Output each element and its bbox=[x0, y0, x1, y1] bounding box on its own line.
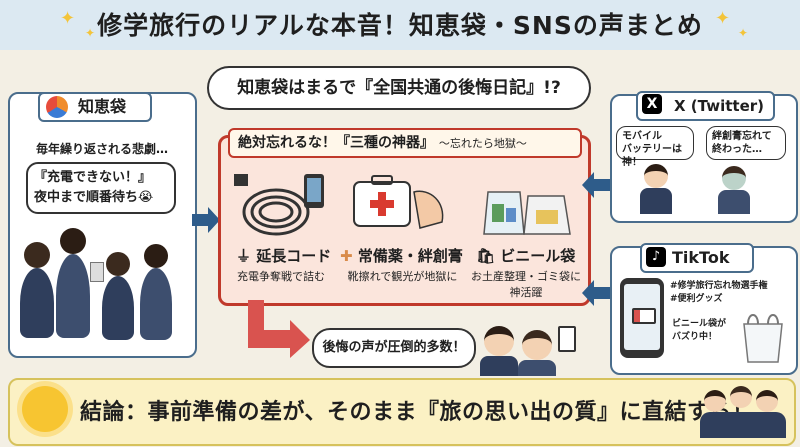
item-title-medicine: ✚ 常備薬・絆創膏 bbox=[340, 247, 463, 265]
plug-icon: ⏚ bbox=[236, 247, 252, 265]
arrow-down-right-icon bbox=[248, 300, 310, 358]
chiebukuro-bubble: 『充電できない！』 夜中まで順番待ち😭 bbox=[26, 162, 176, 214]
battery-icon bbox=[558, 326, 576, 352]
cheering-students-illustration bbox=[700, 380, 790, 438]
arrow-left-icon bbox=[582, 280, 610, 306]
plastic-bag-icon bbox=[743, 314, 783, 363]
chiebukuro-caption: 毎年繰り返される悲劇… bbox=[36, 142, 169, 156]
chiebukuro-logo-icon bbox=[46, 96, 68, 118]
tiktok-bubble-line2: バズり中！ bbox=[672, 332, 718, 342]
sparkle-icon: ✦ bbox=[715, 8, 731, 29]
tiktok-hashtags: #修学旅行忘れ物選手権 #便利グッズ bbox=[670, 280, 790, 306]
intro-bubble: 知恵袋はまるで『全国共通の後悔日記』!? bbox=[207, 66, 591, 110]
chiebukuro-bubble-line2: 夜中まで順番待ち😭 bbox=[34, 190, 154, 205]
regret-bubble: 後悔の声が圧倒的多数！ bbox=[312, 328, 476, 368]
x-bubble-bandage-line1: 絆創膏忘れて bbox=[712, 131, 772, 142]
x-bubble-battery-line1: モバイル bbox=[622, 131, 662, 142]
arrow-left-icon bbox=[582, 172, 610, 198]
first-aid-kit-icon bbox=[353, 175, 444, 229]
x-logo-icon: X bbox=[642, 94, 662, 114]
conclusion-banner bbox=[8, 378, 796, 446]
sparkle-icon: ✦ bbox=[85, 26, 96, 40]
bag-icon: 🛍 bbox=[476, 247, 496, 265]
three-treasures-title: 絶対忘れるな！『三種の神器』 bbox=[238, 135, 434, 151]
item-desc-plastic-bag-line1: お土産整理・ゴミ袋に bbox=[471, 270, 581, 283]
x-bubble-battery: モバイル バッテリーは神！ bbox=[616, 126, 694, 168]
smartphone-icon bbox=[620, 278, 664, 358]
page-title: 修学旅行のリアルな本音！知恵袋・SNSの声まとめ bbox=[97, 11, 703, 40]
x-bubble-bandage: 絆創膏忘れて 終わった… bbox=[706, 126, 786, 160]
extension-cord-icon bbox=[234, 174, 324, 236]
tiktok-bubble-line1: ビニール袋が bbox=[672, 319, 727, 329]
item-desc-plastic-bag-line2: 神活躍 bbox=[509, 286, 543, 299]
chiebukuro-bubble-line1: 『充電できない！』 bbox=[34, 170, 152, 185]
item-desc-medicine: 靴擦れで観光が地獄に bbox=[347, 270, 458, 283]
conclusion-text: 結論：事前準備の差が、そのまま『旅の思い出の質』に直結する！ bbox=[80, 400, 755, 425]
x-bubble-bandage-line2: 終わった… bbox=[712, 144, 762, 155]
arrow-right-icon bbox=[192, 207, 220, 233]
sun-icon bbox=[22, 386, 68, 432]
tiktok-logo-icon: ♪ bbox=[646, 247, 666, 267]
tiktok-hashtag-2: #便利グッズ bbox=[670, 294, 723, 304]
tiktok-bubble: ビニール袋が バズり中！ bbox=[672, 318, 742, 344]
item-title-plastic-bag: 🛍 ビニール袋 bbox=[476, 247, 576, 265]
regretful-students-illustration bbox=[478, 322, 578, 376]
tiktok-hashtag-1: #修学旅行忘れ物選手権 bbox=[670, 281, 768, 291]
item-title-extension-cord: ⏚ 延長コード bbox=[236, 247, 332, 265]
x-bubble-battery-line2: バッテリーは神！ bbox=[622, 144, 682, 168]
title-bar bbox=[0, 0, 800, 50]
three-treasures-subtitle: 〜忘れたら地獄〜 bbox=[438, 137, 527, 150]
bandage-icon: ✚ bbox=[340, 247, 353, 265]
outlet-icon bbox=[90, 262, 104, 282]
item-desc-extension-cord: 充電争奪戦で詰む bbox=[237, 270, 325, 283]
students-waiting-illustration bbox=[14, 222, 189, 350]
plastic-bags-icon bbox=[483, 191, 571, 235]
sparkle-icon: ✦ bbox=[60, 8, 76, 29]
x-students-illustration bbox=[628, 162, 788, 216]
item-desc-plastic-bag: お土産整理・ゴミ袋に 神活躍 bbox=[468, 268, 584, 300]
three-treasures-header: 絶対忘れるな！『三種の神器』 〜忘れたら地獄〜 bbox=[228, 128, 582, 158]
sparkle-icon: ✦ bbox=[738, 26, 749, 40]
